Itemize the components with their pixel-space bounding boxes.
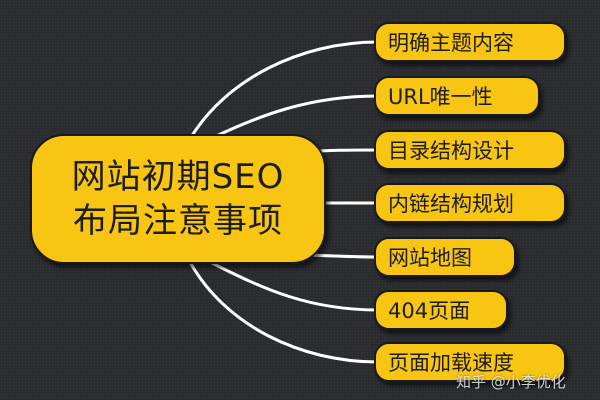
watermark: 知乎 @小李优化 [456,373,566,391]
branch-node-sitemap[interactable]: 网站地图 [374,237,516,277]
connector-6 [208,260,380,312]
central-topic-line-2: 布局注意事项 [73,201,283,241]
branch-node-directory-structure[interactable]: 目录结构设计 [374,130,566,170]
connector-1 [188,40,380,141]
branch-label: 页面加载速度 [388,351,514,375]
branch-node-page-speed[interactable]: 页面加载速度 [374,342,566,382]
branch-label: 内链结构规划 [388,192,514,216]
connector-2 [208,94,380,141]
branch-node-internal-links[interactable]: 内链结构规划 [374,183,566,223]
central-topic-node[interactable]: 网站初期SEO 布局注意事项 [30,134,326,264]
connector-7 [188,260,380,364]
branch-node-url-unique[interactable]: URL唯一性 [374,76,540,116]
branch-label: URL唯一性 [388,85,493,109]
branch-label: 目录结构设计 [388,139,514,163]
branch-label: 404页面 [388,299,471,323]
connector-5 [308,253,380,259]
central-topic-line-1: 网站初期SEO [71,157,285,197]
branch-label: 明确主题内容 [388,31,514,55]
branch-label: 网站地图 [388,246,472,270]
branch-node-404-page[interactable]: 404页面 [374,290,508,330]
branch-node-clear-topic[interactable]: 明确主题内容 [374,22,566,62]
